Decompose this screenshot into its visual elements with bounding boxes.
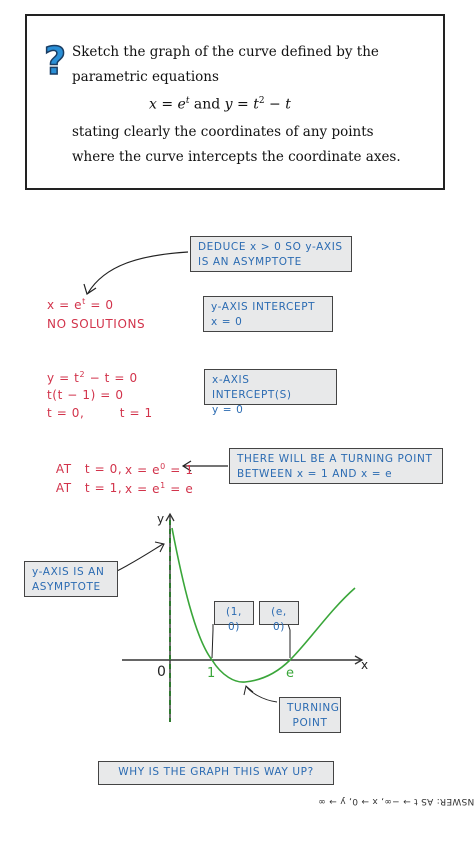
question-box: ? Sketch the graph of the curve defined … (25, 14, 445, 190)
question-line-1: Sketch the graph of the curve defined by… (72, 44, 379, 60)
working-y-equation: y = t2 − t = 0 (47, 370, 138, 385)
working-at-t0: AT t = 0,x = e0 = 1 (55, 462, 194, 477)
x-axis-label: x (361, 658, 369, 672)
question-line-3: stating clearly the coordinates of any p… (72, 124, 374, 140)
parametric-curve (171, 527, 356, 683)
annotation-arrows (83, 251, 228, 472)
question-line-4: where the curve intercepts the coordinat… (72, 149, 401, 165)
working-no-solutions: NO SOLUTIONS (47, 317, 146, 331)
tick-label-1: 1 (207, 666, 216, 681)
question-line-2: parametric equations (72, 69, 219, 85)
point-label-1-0: (1, 0) (214, 601, 254, 633)
curve-sketch (114, 512, 364, 722)
working-x-equals-et: x = et = 0 (47, 297, 114, 312)
y-axis-label: y (157, 512, 165, 526)
point-label-e-0: (e, 0) (259, 601, 299, 633)
question-why-this-way-up: WHY IS THE GRAPH THIS WAY UP? (98, 761, 334, 785)
note-x-intercept: x-AXIS INTERCEPT(S)y = 0 (204, 369, 337, 416)
origin-label: 0 (157, 664, 166, 680)
tick-label-e: e (286, 666, 294, 681)
svg-text:?: ? (44, 40, 66, 80)
question-mark-icon: ? (43, 40, 67, 80)
working-factorised: t(t − 1) = 0 (47, 388, 124, 402)
upside-down-answer: ANSWER: AS t → −∞, x → 0, y → ∞ (318, 796, 474, 806)
working-at-t1: AT t = 1,x = e1 = e (55, 481, 194, 496)
working-t-values: t = 0, t = 1 (47, 406, 153, 420)
parametric-equations: x = et and y = t2 − t (149, 96, 291, 113)
